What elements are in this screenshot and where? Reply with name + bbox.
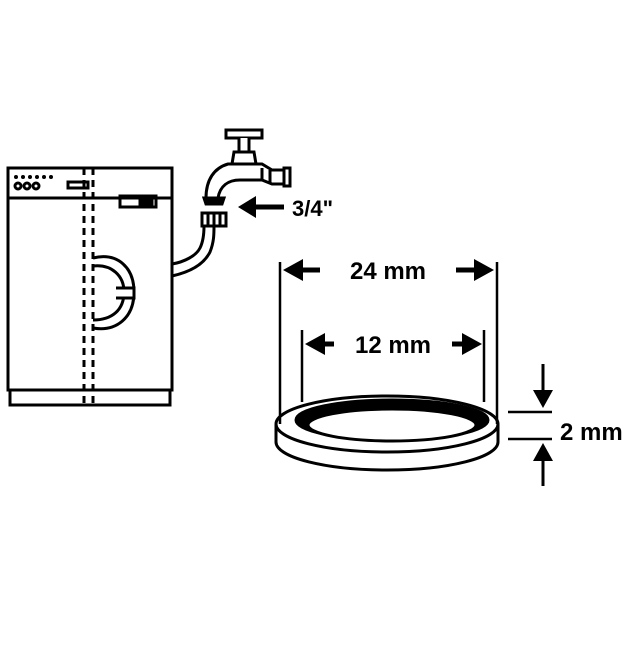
thread-size-label: 3/4" (292, 196, 333, 221)
thread-size-annotation: 3/4" (238, 196, 333, 221)
thickness-dimension: 2 mm (533, 364, 623, 486)
washing-machine-illustration (6, 166, 228, 407)
inner-diameter-dimension: 12 mm (305, 332, 482, 359)
inner-diameter-label: 12 mm (355, 332, 431, 359)
outer-diameter-dimension: 24 mm (283, 258, 494, 285)
dimension-extension-lines (278, 262, 552, 441)
water-tap-illustration (201, 128, 292, 206)
thickness-label: 2 mm (560, 419, 623, 446)
outer-diameter-label: 24 mm (350, 258, 426, 285)
gasket-ring (274, 394, 500, 472)
